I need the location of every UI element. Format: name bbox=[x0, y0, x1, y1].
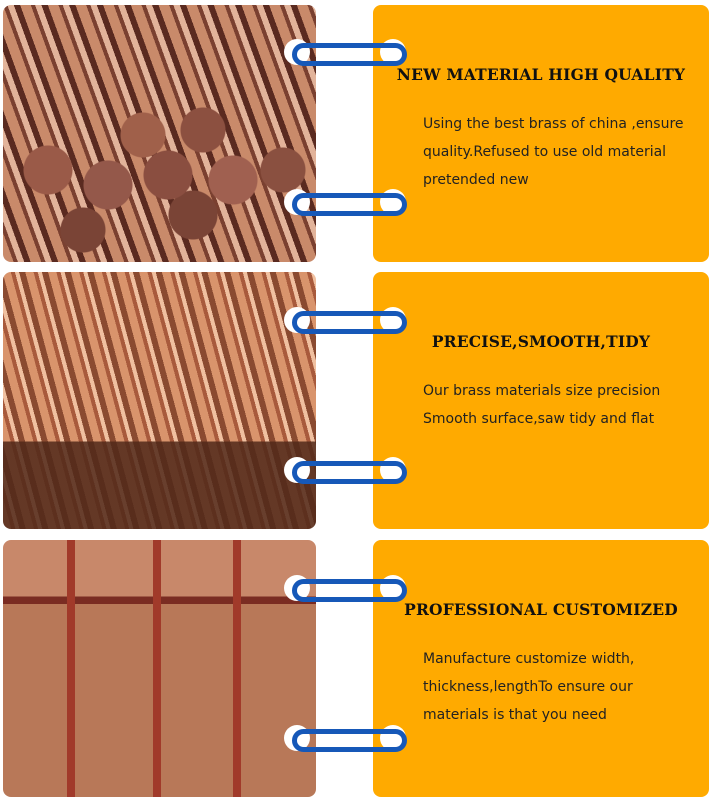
feature-panel: NEW MATERIAL HIGH QUALITY Using the best… bbox=[373, 5, 709, 262]
copper-rods-photo bbox=[3, 272, 316, 529]
feature-title: NEW MATERIAL HIGH QUALITY bbox=[396, 65, 686, 84]
feature-panel: PROFESSIONAL CUSTOMIZED Manufacture cust… bbox=[373, 540, 709, 797]
feature-section-1: NEW MATERIAL HIGH QUALITY Using the best… bbox=[0, 5, 712, 262]
feature-description: Manufacture customize width, thickness,l… bbox=[423, 651, 635, 723]
binder-clip-icon bbox=[284, 575, 408, 602]
feature-section-3: PROFESSIONAL CUSTOMIZED Manufacture cust… bbox=[0, 540, 712, 797]
feature-title: PRECISE,SMOOTH,TIDY bbox=[431, 332, 651, 351]
binder-clip-icon bbox=[284, 725, 408, 752]
feature-panel: PRECISE,SMOOTH,TIDY Our brass materials … bbox=[373, 272, 709, 529]
binder-clip-icon bbox=[284, 307, 408, 334]
copper-rods-photo bbox=[3, 5, 316, 262]
feature-title: PROFESSIONAL CUSTOMIZED bbox=[404, 600, 678, 619]
feature-description: Our brass materials size precision Smoot… bbox=[423, 383, 661, 427]
copper-rods-rack-photo bbox=[3, 540, 316, 797]
binder-clip-icon bbox=[284, 189, 408, 216]
feature-section-2: PRECISE,SMOOTH,TIDY Our brass materials … bbox=[0, 272, 712, 529]
binder-clip-icon bbox=[284, 457, 408, 484]
binder-clip-icon bbox=[284, 39, 408, 66]
feature-description: Using the best brass of china ,ensure qu… bbox=[423, 116, 684, 188]
